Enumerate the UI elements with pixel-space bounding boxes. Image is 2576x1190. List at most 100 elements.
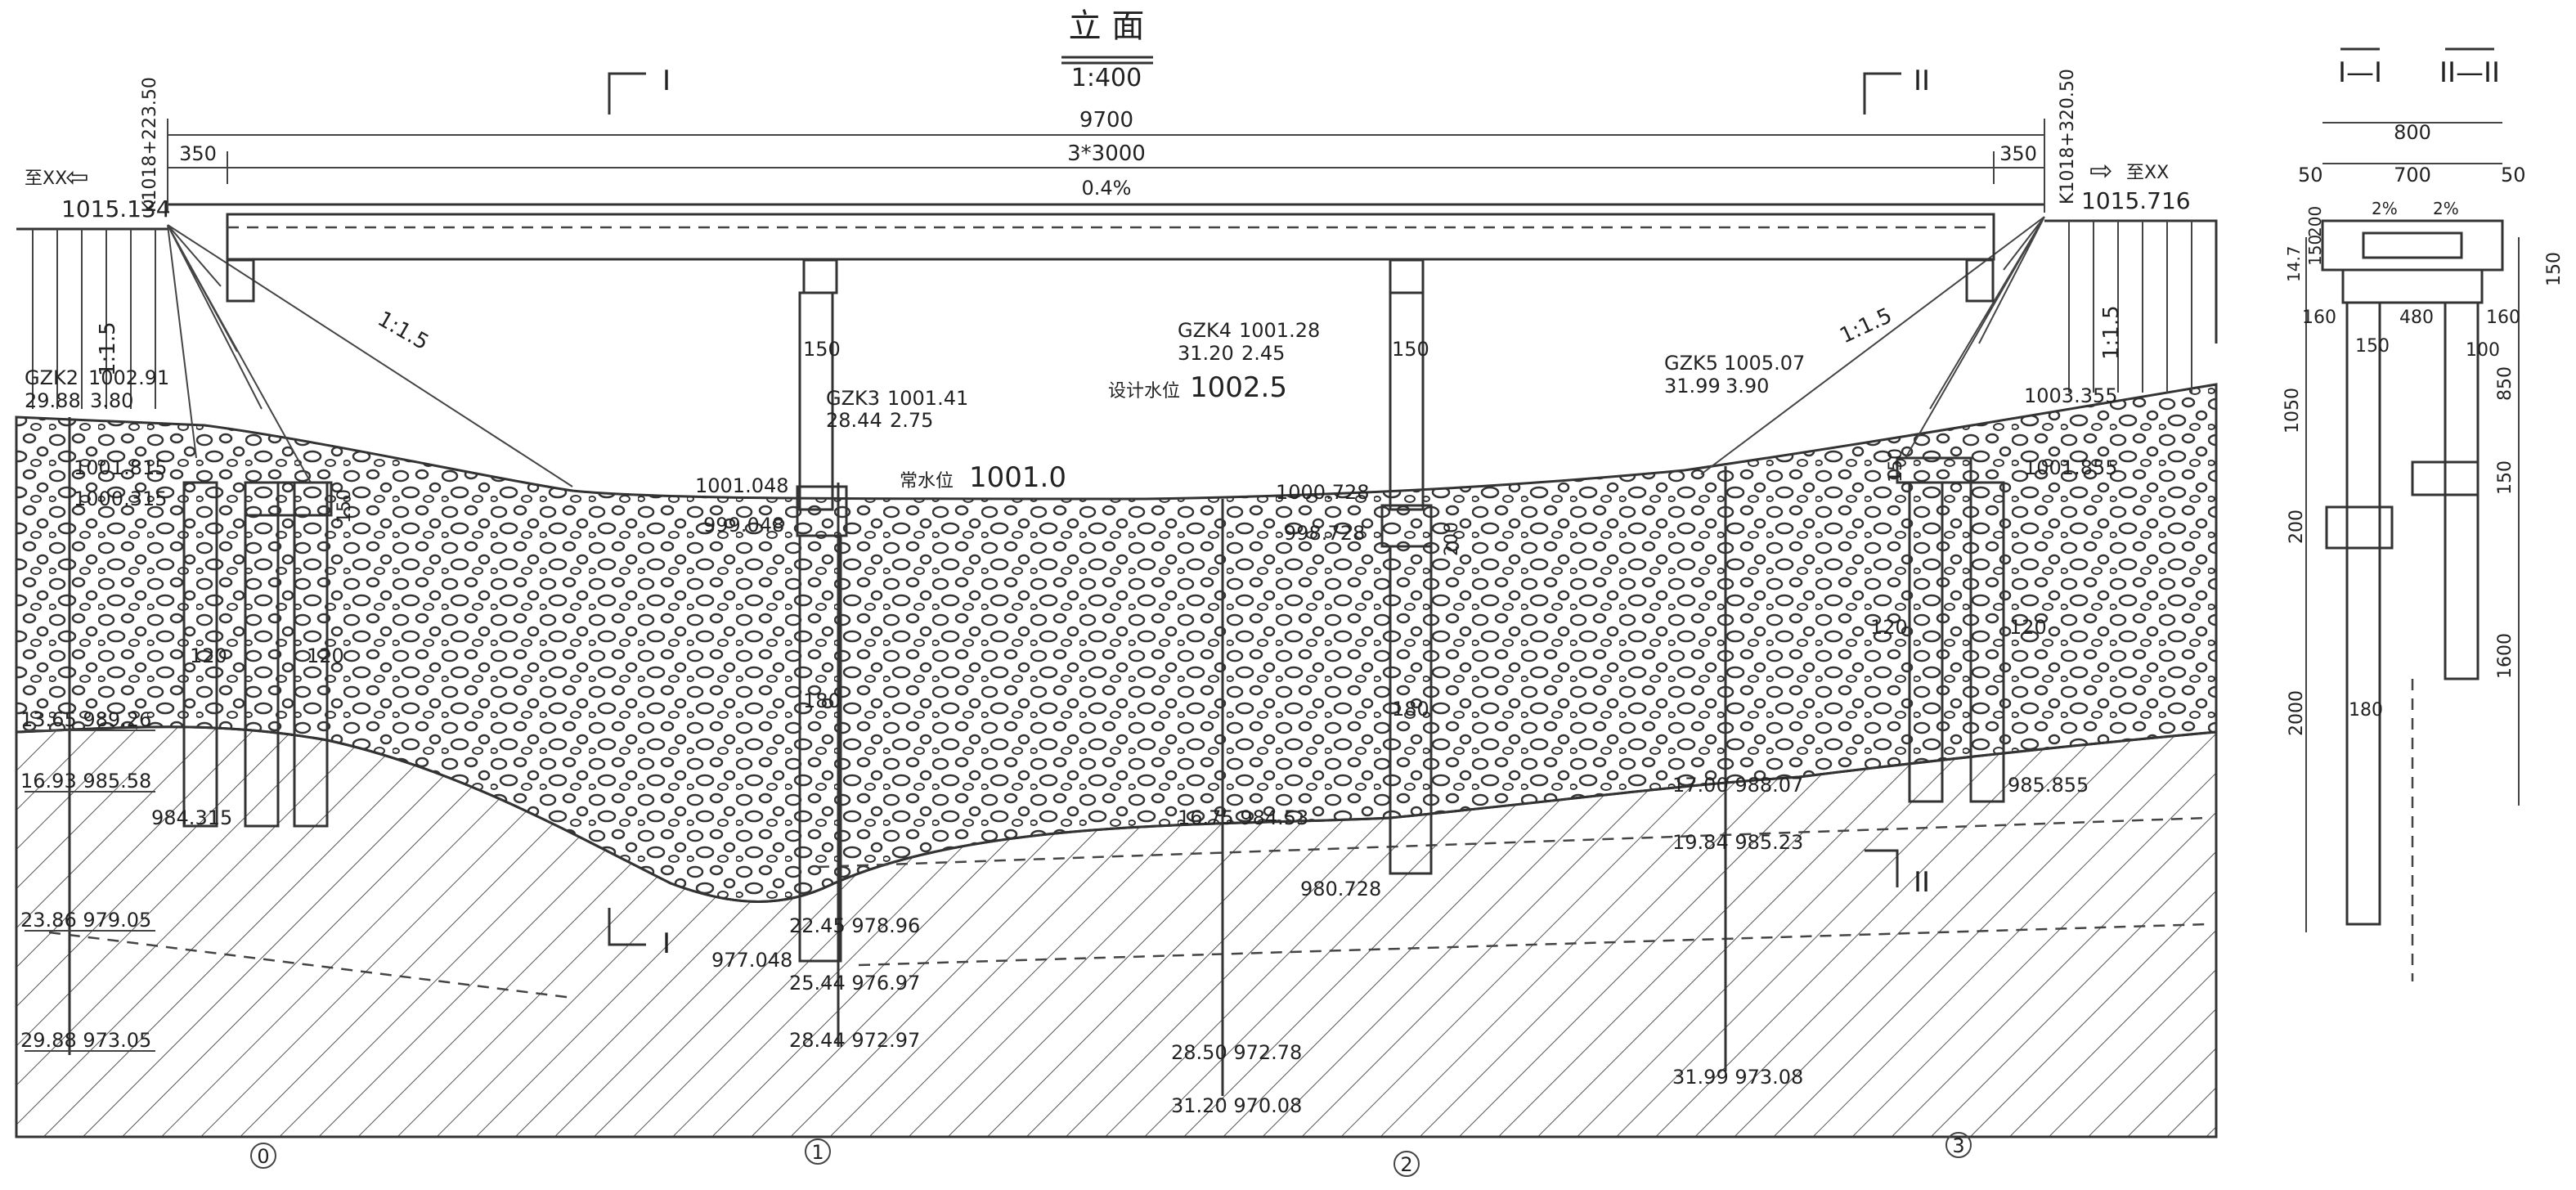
borehole-gzk5-layer-3: 31.99 973.08 (1672, 1066, 1803, 1089)
section-cut-i-bottom (608, 908, 646, 946)
pier2-pile-dim: 180 (1392, 698, 1429, 721)
design-water-value: 1002.5 (1190, 371, 1287, 404)
abut3-pile-dim: 120 (1870, 616, 1908, 639)
borehole-gzk2-depth2: 3.80 (90, 389, 133, 412)
pier0-bottom-elev: 984.315 (151, 806, 232, 829)
borehole-gzk5-depth: 31.99 (1664, 375, 1721, 397)
slope-left-vertical: 1:1.5 (96, 321, 120, 376)
section-h-small: 14.7 (2284, 245, 2304, 282)
section-cut-i-top (608, 72, 646, 115)
rock-dash-line (48, 816, 2209, 999)
borehole-gzk4-layer-3: 31.20 970.08 (1171, 1094, 1302, 1117)
borehole-gzk5-layer-2: 19.84 985.23 (1672, 831, 1803, 854)
pier-0 (182, 258, 333, 828)
pier-number-3-circle (1945, 1132, 1972, 1158)
design-water-label: 设计水位 (1108, 381, 1180, 402)
section-d-100: 100 (2466, 340, 2500, 361)
section-edge-right: 50 (2501, 164, 2526, 186)
pier-number-1: 1 (811, 1141, 824, 1164)
borehole-gzk3-top: 1001.41 (887, 387, 968, 410)
pier-number-0: 0 (257, 1145, 269, 1168)
dim-end-left: 350 (179, 142, 217, 165)
section-cut-ii-bottom (1865, 849, 1899, 887)
section-slope-left: 2% (2372, 199, 2398, 218)
abut0-pile-dim-2: 120 (307, 644, 344, 667)
approach-left-arrow-icon: ⇦ (65, 161, 89, 194)
borehole-gzk2-name: GZK2 (25, 366, 79, 389)
section-h-deck: 150 (2305, 235, 2325, 266)
gravel-layer (15, 383, 2218, 903)
borehole-gzk5-top: 1005.07 (1724, 352, 1805, 375)
borehole-gzk2-layer-3: 23.86 979.05 (20, 909, 151, 932)
section-width-total: 800 (2394, 121, 2431, 144)
normal-water-label: 常水位 (900, 471, 954, 492)
left-cone-lines (167, 224, 573, 487)
abut3-cap-dim: 150 (1886, 448, 1906, 483)
slope-right-diagonal: 1:1.5 (1836, 303, 1896, 348)
pier3-top-elev: 1003.355 (2024, 384, 2118, 407)
section-h-1600: 1600 (2495, 633, 2515, 679)
pier1-column-dim: 150 (803, 338, 841, 361)
borehole-gzk3-layer-2: 25.44 976.97 (789, 972, 920, 995)
pier-number-2: 2 (1400, 1153, 1412, 1176)
borehole-gzk4-name: GZK4 (1178, 319, 1232, 342)
slope-left-diagonal: 1:1.5 (374, 307, 433, 355)
borehole-gzk4-layer-1: 16.75 984.53 (1178, 806, 1308, 829)
pier-number-2-circle (1393, 1151, 1420, 1177)
normal-water-value: 1001.0 (969, 461, 1066, 494)
pier-number-3: 3 (1952, 1134, 1964, 1157)
section-mark-right-top: II (1914, 65, 1930, 97)
approach-left-label: 至XX (25, 168, 67, 189)
approach-right-label: 至XX (2126, 163, 2169, 183)
pier-2 (1380, 258, 1433, 875)
section-h-850: 850 (2495, 366, 2515, 401)
borehole-gzk2-layer-4: 29.88 973.05 (20, 1029, 151, 1052)
borehole-gzk2-top: 1002.91 (88, 366, 169, 389)
left-embankment-hatch (32, 229, 156, 409)
pier3-cap-elev: 1001.855 (2024, 456, 2118, 479)
borehole-gzk3-layer-1: 22.45 978.96 (789, 914, 920, 937)
station-right: K1018+320.50 (2058, 69, 2078, 204)
pier1-cap-elev: 999.048 (703, 514, 784, 537)
section-mark-right-bottom: II (1914, 866, 1930, 899)
section-pile-180: 180 (2349, 700, 2383, 721)
pier-number-1-circle (805, 1138, 831, 1165)
borehole-gzk5-name: GZK5 (1664, 352, 1718, 375)
pier0-cap-elev: 1000.315 (74, 487, 168, 510)
section-w-mid: 480 (2399, 308, 2434, 328)
borehole-gzk4-depth: 31.20 (1178, 342, 1234, 365)
borehole-gzk4-top: 1001.28 (1239, 319, 1320, 342)
abut0-pile-dim: 120 (190, 644, 227, 667)
pier1-pile-dim: 180 (803, 689, 841, 712)
section-width-inner: 700 (2394, 164, 2431, 186)
section-h-150b: 150 (2495, 460, 2515, 495)
pier1-top-elev: 1001.048 (695, 474, 789, 497)
section-top-150: 150 (2544, 252, 2565, 286)
deck-elevation-left: 1015.134 (61, 195, 171, 222)
pier2-top-elev: 1000.728 (1276, 481, 1370, 504)
pier2-cap-elev: 998.728 (1284, 522, 1365, 545)
pier1-bottom-elev: 977.048 (711, 949, 792, 972)
section-title-left: I—I (2338, 56, 2382, 89)
station-left: K1018+223.50 (140, 77, 160, 213)
deck-elevation-right: 1015.716 (2081, 187, 2191, 214)
section-mark-left-bottom: I (662, 927, 671, 960)
borehole-gzk5-layer-1: 17.00 988.07 (1672, 774, 1803, 797)
pier-number-0-circle (250, 1143, 276, 1169)
borehole-gzk2-layer-1: 13.65 989.26 (20, 708, 151, 731)
borehole-gzk2-layer-2: 16.93 985.58 (20, 770, 151, 793)
section-h-2000: 2000 (2287, 690, 2307, 736)
right-ground-line (2044, 219, 2218, 344)
section-d-150: 150 (2355, 336, 2390, 357)
section-slope-right: 2% (2433, 199, 2459, 218)
section-h-200: 200 (2287, 510, 2307, 544)
section-title-right: II—II (2439, 56, 2500, 89)
section-h-slab: 200 (2305, 206, 2325, 237)
borehole-gzk3-name: GZK3 (826, 387, 880, 410)
dim-total: 9700 (1079, 108, 1133, 132)
borehole-gzk3-depth2: 2.75 (890, 409, 933, 432)
section-view (2305, 47, 2520, 981)
slope-grade: 0.4% (1082, 177, 1132, 200)
